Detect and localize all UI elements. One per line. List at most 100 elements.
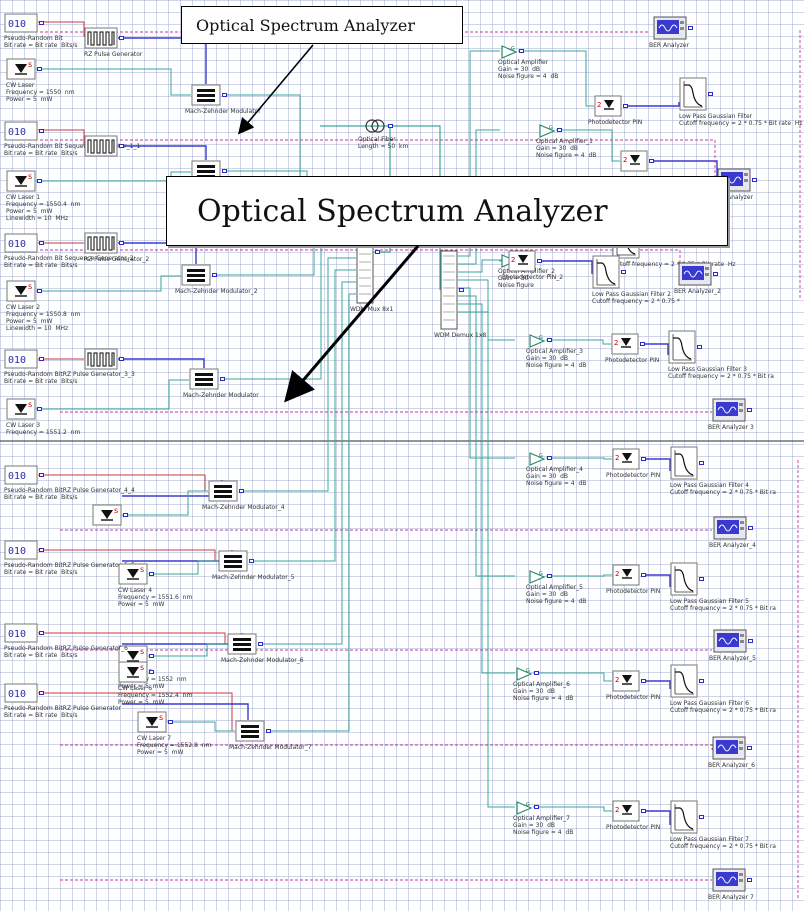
output-port[interactable] — [37, 179, 42, 183]
output-port[interactable] — [699, 461, 704, 465]
output-port[interactable] — [640, 342, 645, 346]
output-port[interactable] — [239, 489, 244, 493]
output-port[interactable] — [621, 270, 626, 274]
output-port[interactable] — [459, 288, 464, 292]
output-port[interactable] — [534, 671, 539, 675]
output-port[interactable] — [39, 548, 44, 552]
pulse-block[interactable]: RZ Pulse Generator_2 — [84, 232, 149, 263]
output-port[interactable] — [388, 124, 393, 128]
output-port[interactable] — [123, 513, 128, 517]
mzm-block[interactable]: Mach-Zehnder Modulator — [183, 368, 259, 399]
ber-block[interactable]: BER Analyzer_2 — [674, 262, 721, 295]
laser-block[interactable]: s — [92, 504, 128, 526]
output-port[interactable] — [222, 93, 227, 97]
output-port[interactable] — [641, 679, 646, 683]
ber-block[interactable]: BER Analyzer — [649, 16, 693, 49]
mzm-block[interactable]: Mach-Zehnder Modulator_6 — [221, 633, 304, 664]
output-port[interactable] — [375, 250, 380, 254]
ber-block[interactable]: BER Analyzer_5 — [709, 629, 756, 662]
output-port[interactable] — [641, 573, 646, 577]
output-port[interactable] — [547, 456, 552, 460]
ber-block[interactable]: BER Analyzer 3 — [708, 398, 754, 431]
mzm-block[interactable]: Mach-Zehnder Modulator_2 — [175, 264, 258, 295]
output-port[interactable] — [641, 809, 646, 813]
output-port[interactable] — [119, 357, 124, 361]
output-port[interactable] — [649, 159, 654, 163]
output-port[interactable] — [220, 377, 225, 381]
output-port[interactable] — [534, 805, 539, 809]
pulse-block[interactable] — [84, 348, 124, 370]
output-port[interactable] — [623, 104, 628, 108]
mzm-block[interactable]: Mach-Zehnder Modulator_5 — [212, 550, 295, 581]
ber-block[interactable]: BER Analyzer_6 — [708, 736, 755, 769]
output-port[interactable] — [747, 408, 752, 412]
output-port[interactable] — [168, 720, 173, 724]
output-port[interactable] — [149, 572, 154, 576]
output-port[interactable] — [258, 642, 263, 646]
pulse-block[interactable]: RZ Pulse Generator — [84, 27, 142, 58]
output-port[interactable] — [547, 338, 552, 342]
output-port[interactable] — [699, 577, 704, 581]
output-port[interactable] — [119, 144, 124, 148]
mzm-block[interactable]: Mach-Zehnder Modulator_7 — [229, 720, 312, 751]
demux-block[interactable]: WDM Demux 1x8 — [434, 250, 486, 339]
output-port[interactable] — [39, 21, 44, 25]
output-port[interactable] — [688, 26, 693, 30]
output-port[interactable] — [39, 473, 44, 477]
output-port[interactable] — [39, 357, 44, 361]
ber-block[interactable]: BER Analyzer 7 — [708, 868, 754, 901]
output-port[interactable] — [641, 457, 646, 461]
pd-block[interactable]: 2 — [620, 150, 654, 172]
output-port[interactable] — [249, 559, 254, 563]
ber-block[interactable]: BER Analyzer_4 — [709, 516, 756, 549]
output-port[interactable] — [119, 241, 124, 245]
output-port[interactable] — [699, 679, 704, 683]
output-port[interactable] — [547, 574, 552, 578]
output-port[interactable] — [537, 259, 542, 263]
output-port[interactable] — [39, 691, 44, 695]
output-port[interactable] — [747, 878, 752, 882]
output-port[interactable] — [222, 169, 227, 173]
output-port[interactable] — [699, 815, 704, 819]
output-port[interactable] — [557, 128, 562, 132]
output-port[interactable] — [708, 92, 713, 96]
output-port[interactable] — [37, 67, 42, 71]
output-port[interactable] — [149, 654, 154, 658]
output-port[interactable] — [119, 36, 124, 40]
pulse-block[interactable] — [84, 135, 124, 157]
